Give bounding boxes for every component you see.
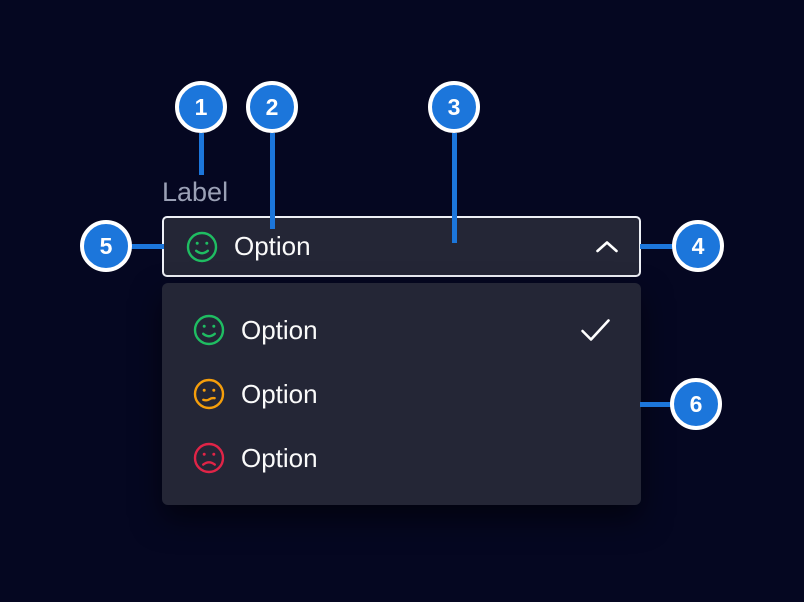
annotation-line-6 [640, 402, 671, 407]
check-icon [580, 318, 611, 343]
annotation-badge-2: 2 [246, 81, 298, 133]
menu-item-label: Option [241, 378, 318, 409]
dropdown-menu: Option Option [162, 283, 641, 505]
annotation-badge-5: 5 [80, 220, 132, 272]
menu-item-label: Option [241, 314, 318, 345]
field-label: Label [162, 177, 229, 207]
menu-item-meh[interactable]: Option [162, 362, 641, 426]
annotation-badge-4: 4 [672, 220, 724, 272]
annotation-line-4 [640, 244, 673, 249]
chevron-up-icon[interactable] [595, 240, 619, 254]
happy-face-icon [192, 313, 226, 347]
select-value: Option [234, 231, 311, 261]
menu-item-happy[interactable]: Option [162, 298, 641, 362]
annotation-line-1 [199, 133, 204, 175]
annotation-line-3 [452, 133, 457, 243]
menu-item-sad[interactable]: Option [162, 426, 641, 490]
meh-face-icon [192, 377, 226, 411]
annotation-badge-1: 1 [175, 81, 227, 133]
sad-face-icon [192, 441, 226, 475]
happy-face-icon [185, 230, 219, 264]
annotation-badge-3: 3 [428, 81, 480, 133]
annotation-line-2 [270, 133, 275, 229]
annotation-line-5 [130, 244, 164, 249]
annotation-badge-6: 6 [670, 378, 722, 430]
menu-item-label: Option [241, 442, 318, 473]
select-field[interactable]: Option [162, 216, 641, 277]
